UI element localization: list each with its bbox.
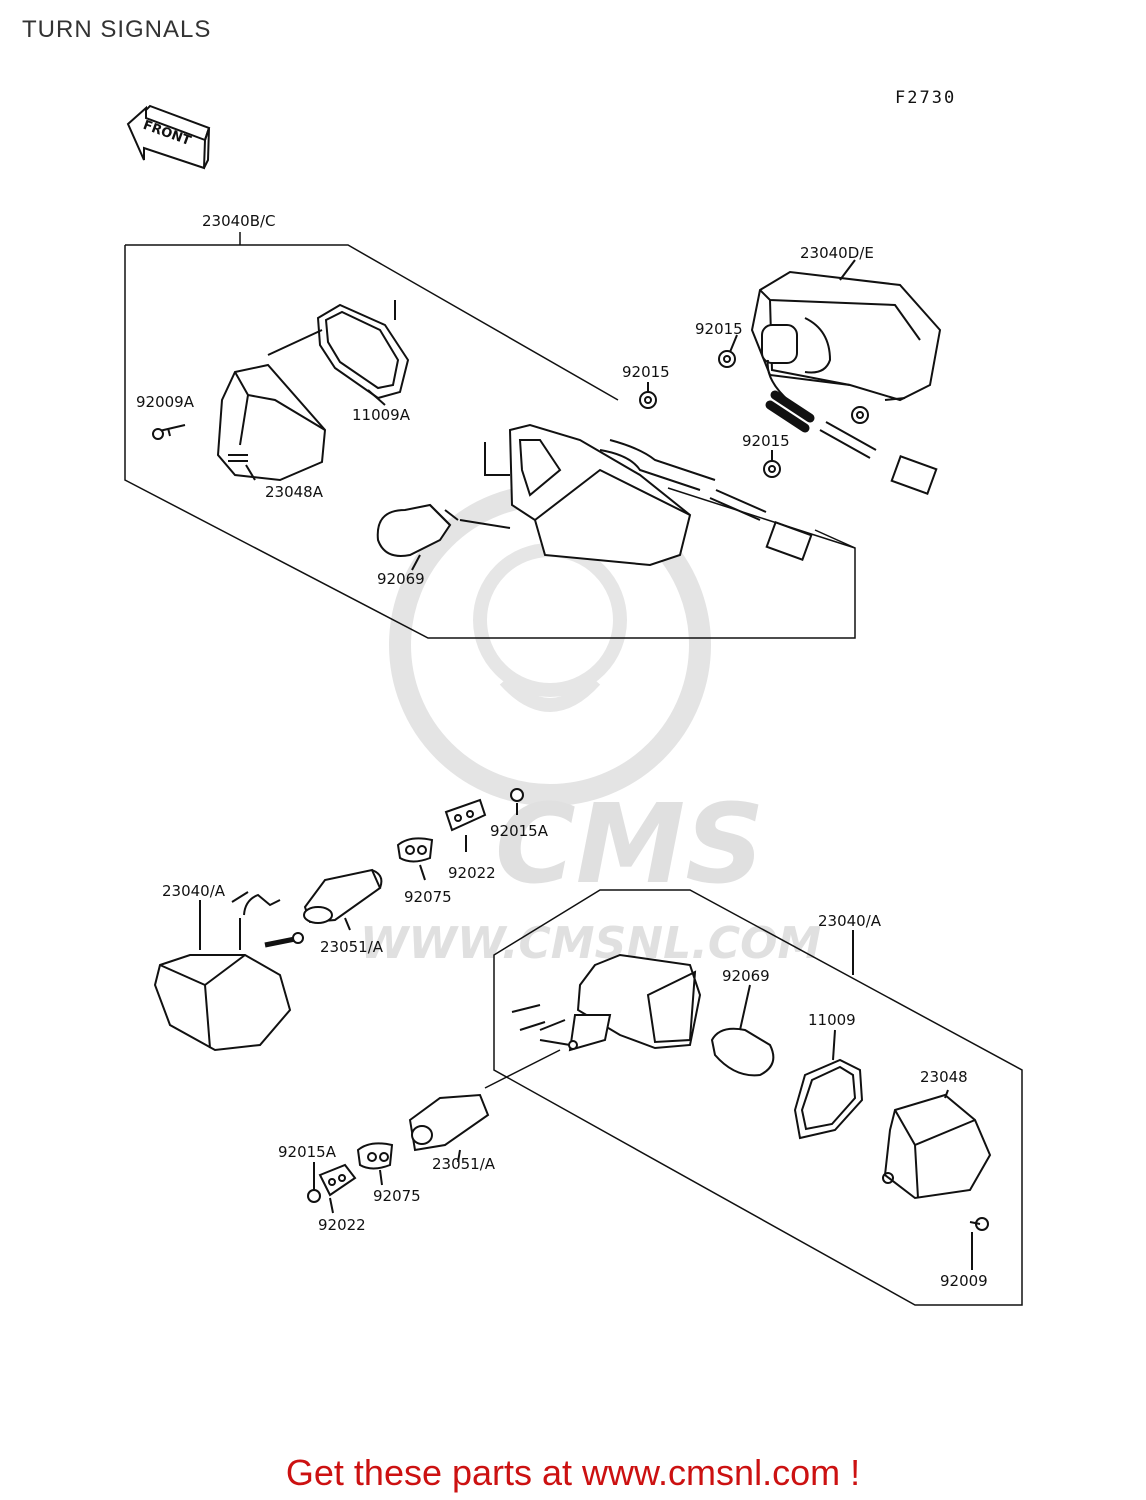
label-92015-c: 92015 xyxy=(742,432,790,450)
label-92075-mid: 92075 xyxy=(404,888,452,906)
label-23040de: 23040D/E xyxy=(800,244,874,262)
label-11009a: 11009A xyxy=(352,406,410,424)
label-92015a-low: 92015A xyxy=(278,1143,336,1161)
label-23051a-mid: 23051/A xyxy=(320,938,384,956)
label-23051a-low: 23051/A xyxy=(432,1155,496,1173)
label-23040bc: 23040B/C xyxy=(202,212,276,230)
label-11009: 11009 xyxy=(808,1011,856,1029)
label-23040a-right: 23040/A xyxy=(818,912,882,930)
label-23048: 23048 xyxy=(920,1068,968,1086)
label-92075-low: 92075 xyxy=(373,1187,421,1205)
label-92069-top: 92069 xyxy=(377,570,425,588)
footer-link[interactable]: Get these parts at www.cmsnl.com ! xyxy=(285,1452,861,1493)
page-title: TURN SIGNALS xyxy=(22,16,212,43)
label-92022-low: 92022 xyxy=(318,1216,366,1234)
label-92022-mid: 92022 xyxy=(448,864,496,882)
label-23048a: 23048A xyxy=(265,483,323,501)
figure-code: F2730 xyxy=(895,88,957,108)
label-92015-b: 92015 xyxy=(622,363,670,381)
label-92015-a: 92015 xyxy=(695,320,743,338)
label-92069-rear: 92069 xyxy=(722,967,770,985)
label-92009a: 92009A xyxy=(136,393,194,411)
label-92009: 92009 xyxy=(940,1272,988,1290)
label-23040a-left: 23040/A xyxy=(162,882,226,900)
watermark-brand: CMS xyxy=(495,780,765,908)
label-92015a-mid: 92015A xyxy=(490,822,548,840)
front-arrow-icon xyxy=(126,104,211,170)
watermark-url: WWW.CMSNL.COM xyxy=(360,918,822,969)
